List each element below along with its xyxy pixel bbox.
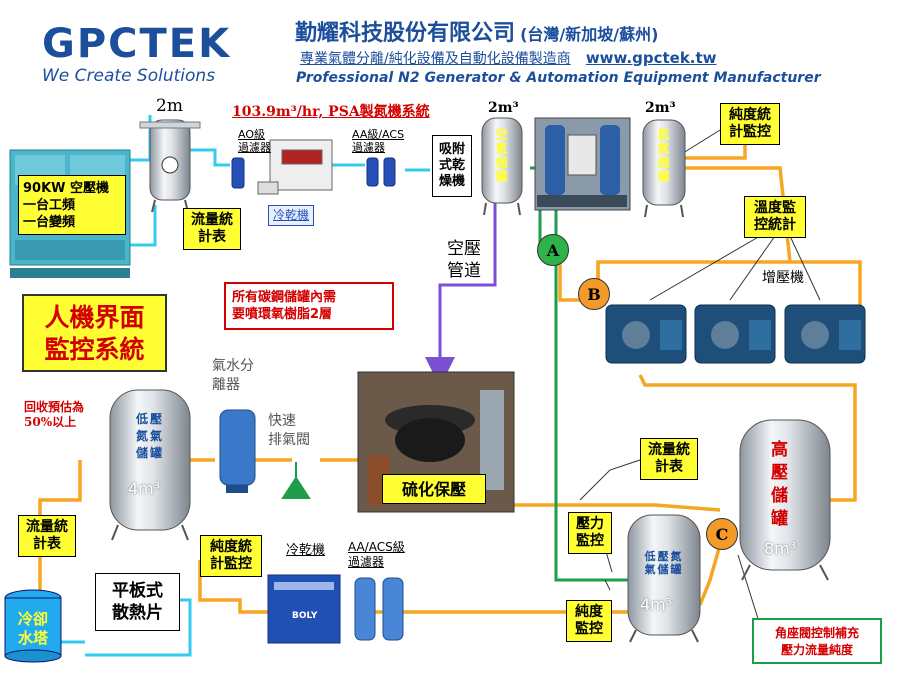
quick-valve-label: 快速 排氣閥 <box>268 413 310 448</box>
pressure-monitor-label: 壓力 監控 <box>568 512 612 554</box>
booster-label: 增壓機 <box>762 270 804 286</box>
vulcanizer-label: 硫化保壓 <box>382 474 486 504</box>
callout-lines <box>200 129 821 626</box>
coating-note: 所有碳鋼儲罐內需 要噴環氧樹脂2層 <box>224 282 394 330</box>
subtitle-cn: 專業氣體分離/純化設備及自動化設備製造商 <box>300 51 571 67</box>
low-tank-left-label: 低壓氮氣儲罐 <box>135 412 164 460</box>
low-tank-right-volume: 4m³ <box>640 595 673 614</box>
chiller-top-label: 冷乾機 <box>268 205 315 226</box>
system-title: 103.9m³/hr, PSA製氮機系統 <box>232 104 430 120</box>
booster-compressors <box>605 304 866 364</box>
logo-text: GPCTEK <box>42 21 232 67</box>
flow-meter-label-left: 流量統 計表 <box>18 515 76 557</box>
website-link[interactable]: www.gpctek.tw <box>585 49 717 67</box>
company-regions: (台灣/新加坡/蘇州) <box>520 25 659 44</box>
badge-c: C <box>706 518 738 550</box>
aa-filter-bottom-label: AA/ACS級 過濾器 <box>348 540 405 569</box>
subtitle-en: Professional N2 Generator & Automation E… <box>296 70 821 86</box>
cooling-tower-label: 冷卻 水塔 <box>17 610 48 647</box>
nitrogen-storage-tank-top <box>642 119 686 218</box>
quick-exhaust-valve <box>281 462 311 499</box>
logo-slogan: We Create Solutions <box>42 66 216 86</box>
air-storage-tank <box>481 117 523 216</box>
company-name: 勤耀科技股份有限公司 <box>295 21 516 46</box>
air-tank-label: 空氣儲罐 <box>494 128 508 184</box>
flow-meter-label-right: 流量統 計表 <box>640 438 698 480</box>
cooling-tower <box>4 589 62 663</box>
valve-note: 角座閥控制補充 壓力流量純度 <box>752 618 882 664</box>
logo: GPCTEK We Create Solutions <box>42 22 262 86</box>
low-pressure-tank-left <box>109 389 191 541</box>
high-tank-volume: 8m³ <box>764 539 797 558</box>
volume-air-tank: 2m³ <box>488 100 519 116</box>
recovery-note: 回收預估為 50%以上 <box>24 400 85 429</box>
bottom-filters <box>354 577 404 641</box>
compressor-label: 90KW 空壓機 一台工頻 一台變頻 <box>18 175 126 235</box>
air-receiver-tank <box>139 119 201 213</box>
separator-label: 氣水分 離器 <box>212 358 254 393</box>
nitrogen-tank-label: 氮氣儲罐 <box>656 128 670 184</box>
ao-filter <box>231 157 245 189</box>
company-subtitle: 專業氣體分離/純化設備及自動化設備製造商 www.gpctek.tw <box>300 48 717 68</box>
air-pipe-arrow <box>425 200 497 387</box>
low-pressure-tank-right <box>627 514 701 643</box>
high-tank-label: 高壓儲罐 <box>767 440 787 532</box>
purity-monitor-top-label: 純度統 計監控 <box>720 103 780 145</box>
ao-filter-label: AO級 過濾器 <box>238 128 271 154</box>
badge-b: B <box>578 278 610 310</box>
volume-nitrogen-tank: 2m³ <box>645 100 676 116</box>
high-pressure-tank <box>739 419 831 581</box>
psa-generator-unit <box>534 117 631 211</box>
aa-filter-label: AA級/ACS 過濾器 <box>352 128 405 154</box>
aa-filter <box>366 157 396 187</box>
refrigerated-dryer-bottom <box>267 574 341 644</box>
low-tank-right-label: 低壓氮氣儲罐 <box>644 550 684 576</box>
flow-meter-label-top: 流量統 計表 <box>183 208 241 250</box>
badge-a: A <box>537 234 569 266</box>
company-title: 勤耀科技股份有限公司 (台灣/新加坡/蘇州) <box>295 15 658 47</box>
chiller-bottom-label: 冷乾機 <box>286 543 326 558</box>
air-pipe-label: 空壓 管道 <box>447 239 481 281</box>
gas-water-separator <box>219 409 256 493</box>
dryer-brand: BOLY <box>292 611 318 621</box>
purity-monitor-mid-label: 純度統 計監控 <box>200 535 262 577</box>
purity-monitor-bottom-label: 純度 監控 <box>566 600 612 642</box>
adsorption-dryer-label: 吸附 式乾 燥機 <box>432 135 472 197</box>
radiator-label: 平板式 散熱片 <box>95 573 180 631</box>
low-tank-left-volume: 4m³ <box>128 479 161 498</box>
volume-receiver: 2m <box>156 96 183 116</box>
refrigerated-dryer-top <box>257 139 333 195</box>
hmi-label: 人機界面 監控系統 <box>22 294 167 372</box>
temperature-monitor-label: 溫度監 控統計 <box>744 196 806 238</box>
